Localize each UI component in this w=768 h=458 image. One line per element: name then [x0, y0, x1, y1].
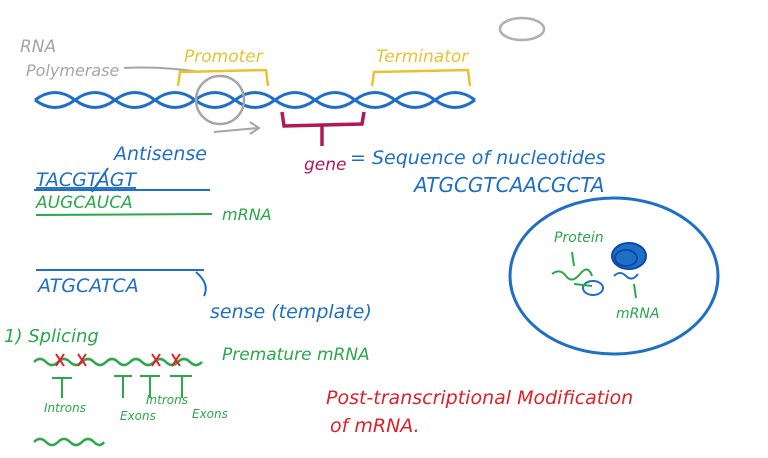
exons-label-1: Exons	[120, 409, 156, 423]
terminator-label: Terminator	[376, 47, 469, 67]
mrna-strand-sequence: AUGCAUCA	[35, 193, 133, 213]
sense-label: sense (template)	[210, 301, 372, 323]
empty-oval-icon	[498, 16, 546, 42]
direction-arrowhead	[249, 121, 261, 135]
gene-label: gene	[304, 155, 346, 175]
post-transcriptional-line1: Post-transcriptional Modification	[326, 387, 633, 409]
nucleus-scribble-icon	[611, 242, 647, 270]
antisense-slash	[91, 167, 109, 193]
gene-definition: = Sequence of nucleotides	[350, 147, 606, 169]
antisense-label: Antisense	[112, 143, 207, 165]
segment-pointers	[52, 375, 192, 398]
cell-mrna-label: mRNA	[616, 306, 659, 322]
dna-strand-1	[34, 91, 476, 109]
antisense-strand-sequence: TACGTAGT	[36, 169, 137, 191]
rna-polymerase-label-line2: Polymerase	[26, 61, 120, 80]
sense-strand-sequence: ATGCATCA	[36, 275, 139, 297]
introns-label: Introns	[44, 401, 86, 415]
intron-cut-marks	[55, 353, 181, 367]
dna-strand-2	[34, 91, 476, 109]
processed-mrna-strand	[33, 437, 106, 447]
sense-strand-arc	[195, 271, 207, 297]
post-transcriptional-line2: of mRNA.	[330, 415, 420, 437]
gene-bracket	[280, 111, 366, 146]
rna-polymerase-label-line1: RNA	[20, 37, 56, 57]
mrna-label: mRNA	[222, 205, 272, 224]
splicing-label: 1) Splicing	[4, 326, 99, 347]
premature-mrna-label: Premature mRNA	[222, 345, 370, 365]
exons-label-2: Exons	[192, 407, 228, 421]
cell-outline-icon	[508, 196, 720, 356]
mrna-strand-line	[35, 213, 213, 216]
premature-mrna-strand	[33, 357, 203, 367]
terminator-bracket	[370, 68, 472, 87]
introns-label-2: Introns	[146, 393, 188, 407]
promoter-label: Promoter	[184, 47, 264, 67]
cell-protein-pointer	[571, 251, 575, 267]
cell-mrna-pointer	[633, 283, 637, 299]
gene-sequence: ATGCGTCAACGCTA	[412, 173, 604, 197]
rna-polymerase-circle-icon	[194, 74, 246, 126]
cell-protein-label: Protein	[554, 230, 604, 246]
direction-arrow	[213, 127, 259, 133]
ribosome-scribble-icon	[551, 268, 639, 296]
promoter-bracket	[176, 68, 270, 87]
